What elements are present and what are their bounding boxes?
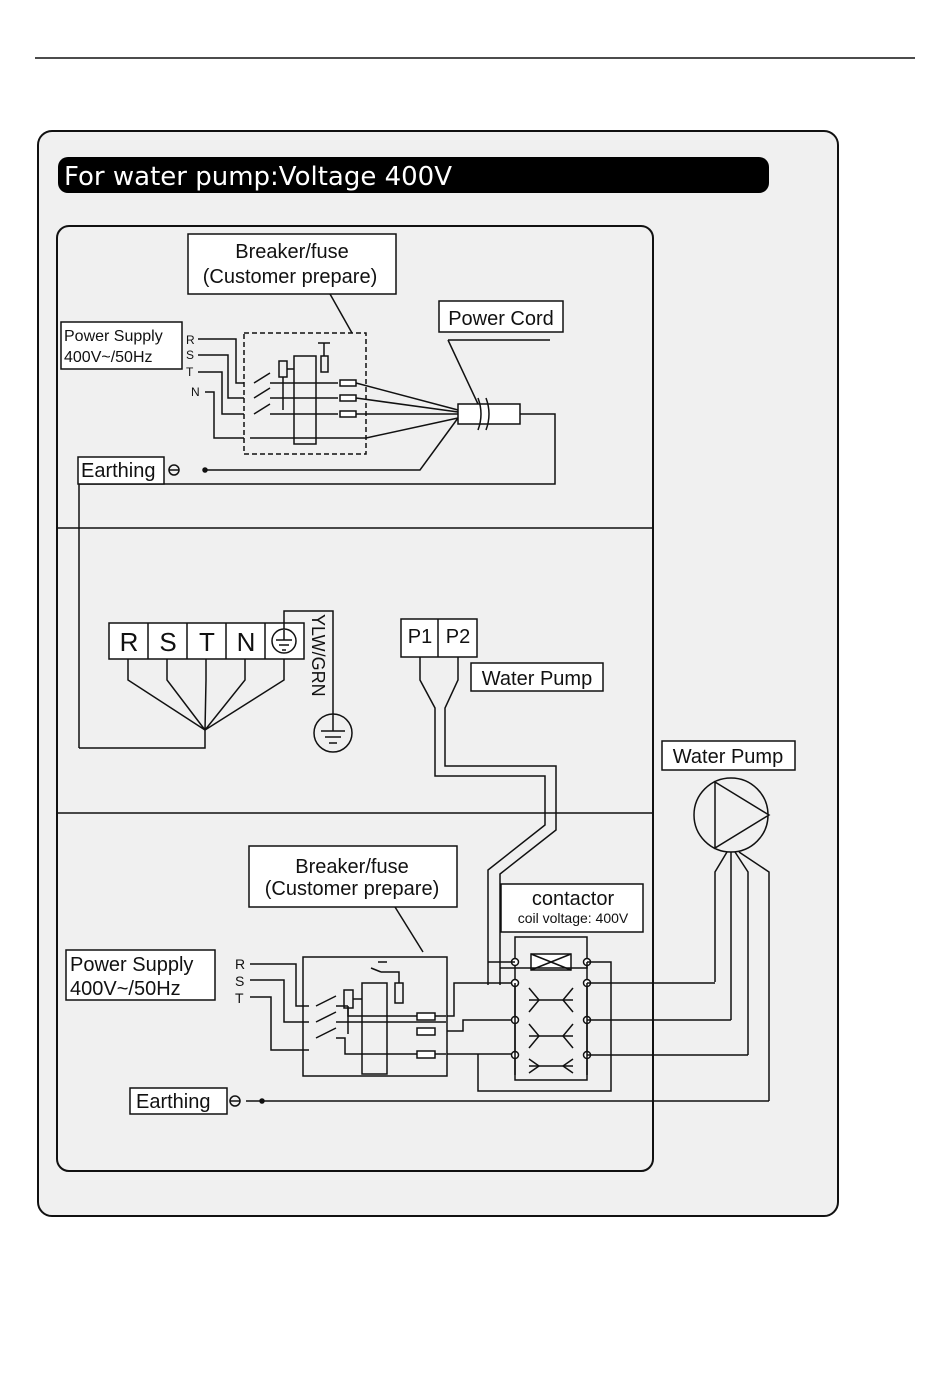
contactor-voltage-label: coil voltage: 400V bbox=[518, 910, 629, 926]
pump-terminal-p2: P2 bbox=[446, 626, 470, 648]
power-cord-label: Power Cord bbox=[448, 308, 554, 330]
title-text: For water pump:Voltage 400V bbox=[64, 162, 452, 192]
phase-n-1: N bbox=[191, 385, 200, 399]
phase-s-1: S bbox=[186, 348, 194, 362]
terminal-r: R bbox=[120, 627, 139, 657]
terminal-t: T bbox=[199, 627, 215, 657]
terminal-s: S bbox=[159, 627, 176, 657]
breaker-label-3a: Breaker/fuse bbox=[295, 856, 408, 878]
power-supply-label-3a: Power Supply bbox=[70, 954, 193, 976]
earthing-label-1: Earthing bbox=[81, 460, 156, 482]
breaker-label-3b: (Customer prepare) bbox=[265, 878, 440, 900]
external-pump-label: Water Pump bbox=[673, 746, 783, 768]
water-pump-label-2: Water Pump bbox=[482, 668, 592, 690]
contactor-label: contactor bbox=[532, 888, 615, 910]
pump-terminal-p1: P1 bbox=[408, 626, 432, 648]
phase-r-3: R bbox=[235, 956, 245, 972]
earthing-label-3: Earthing bbox=[136, 1091, 211, 1113]
power-supply-label-3b: 400V~/50Hz bbox=[70, 978, 181, 1000]
phase-r-1: R bbox=[186, 333, 195, 347]
ground-wire-label: YLW/GRN bbox=[308, 614, 328, 697]
power-supply-label-1a: Power Supply bbox=[64, 328, 163, 345]
terminal-n: N bbox=[237, 627, 256, 657]
phase-t-3: T bbox=[235, 990, 244, 1006]
phase-s-3: S bbox=[235, 973, 244, 989]
phase-t-1: T bbox=[186, 365, 194, 379]
power-supply-label-1b: 400V~/50Hz bbox=[64, 349, 153, 366]
breaker-label-1b: (Customer prepare) bbox=[203, 266, 378, 288]
breaker-label-1a: Breaker/fuse bbox=[235, 241, 348, 263]
